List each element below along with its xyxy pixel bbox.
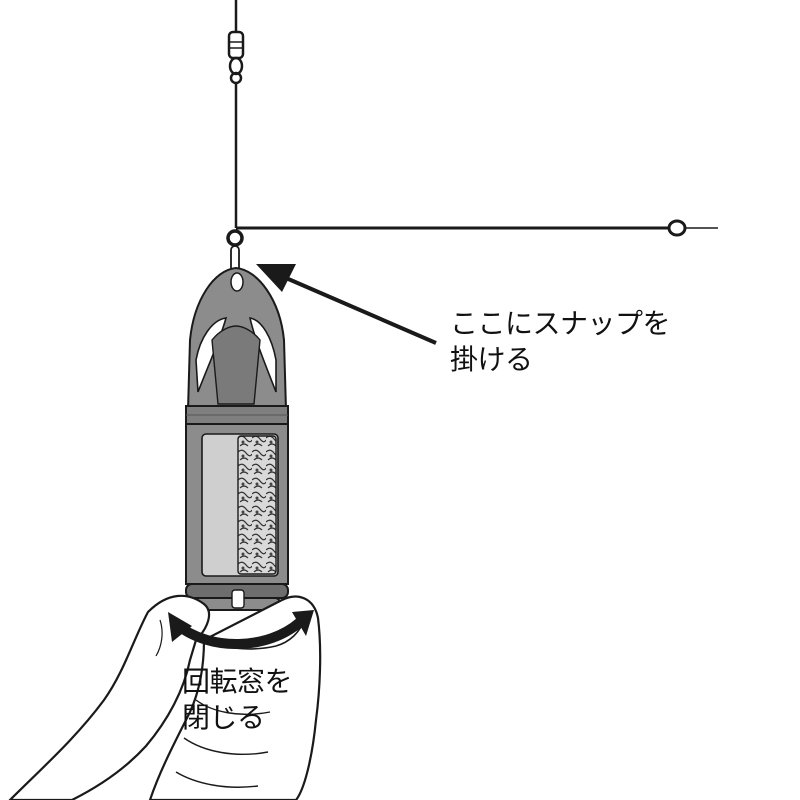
snap-annotation-line1: ここにスナップを: [450, 307, 671, 340]
junction-ring-icon: [226, 229, 244, 247]
rotate-arrow-icon: [168, 610, 314, 649]
bait-feeder: [185, 266, 289, 611]
swivel-icon: [227, 30, 245, 85]
branch-line: [236, 219, 718, 237]
snap-annotation: ここにスナップを 掛ける: [450, 306, 671, 378]
rotate-window-annotation-line1: 回転窓を: [182, 665, 293, 698]
rotate-window-annotation: 回転窓を 閉じる: [182, 664, 293, 736]
snap-pointer-arrow: [256, 264, 437, 345]
hand-illustration: [8, 594, 322, 800]
snap-annotation-line2: 掛ける: [450, 343, 533, 376]
rotate-window-annotation-line2: 閉じる: [182, 701, 265, 734]
